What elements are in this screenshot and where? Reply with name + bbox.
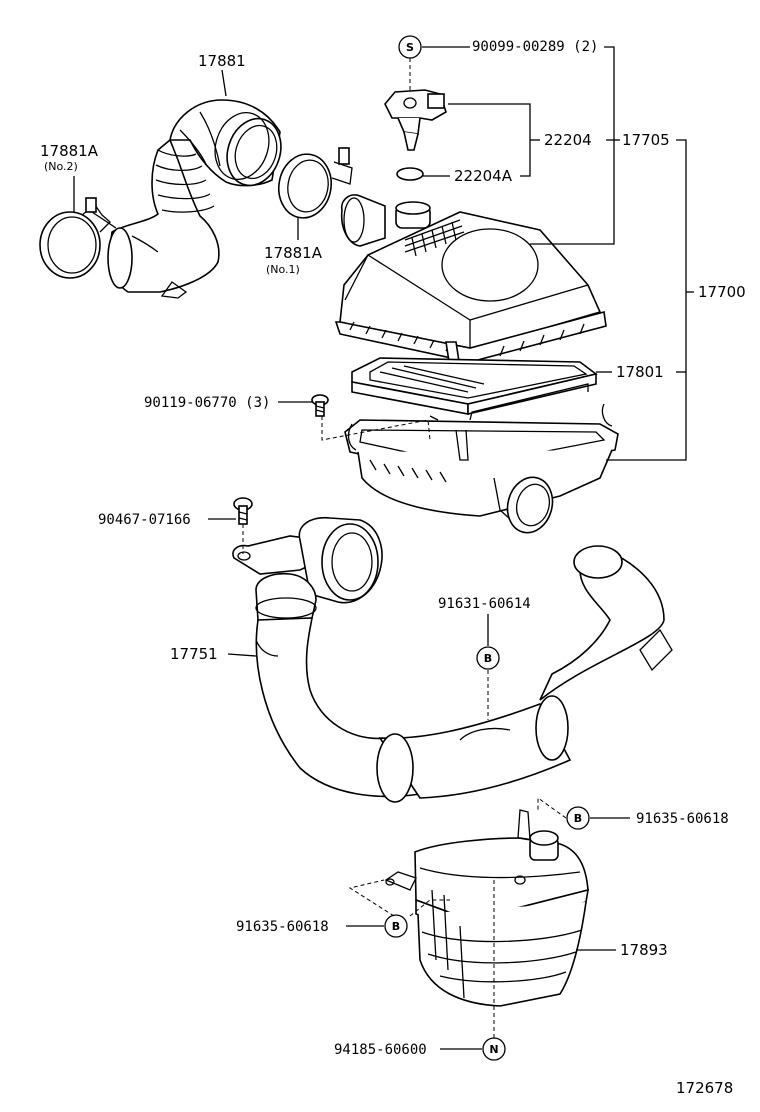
air-cleaner-case <box>344 403 619 534</box>
intake-pipe-17751 <box>232 516 673 803</box>
label-22204a: 22204A <box>454 167 513 185</box>
label-90099-00289: 90099-00289 (2) <box>472 39 598 55</box>
symbol-n: N <box>482 1037 506 1061</box>
symbol-s-text: S <box>406 41 414 54</box>
hose-clamp-no2 <box>39 197 117 279</box>
air-hose-17881 <box>107 99 282 299</box>
label-90119-06770: 90119-06770 (3) <box>144 395 270 411</box>
label-17893: 17893 <box>620 941 668 959</box>
label-17881a-no1-sub: (No.1) <box>266 263 300 276</box>
label-17881: 17881 <box>198 52 246 70</box>
label-17700: 17700 <box>698 283 746 301</box>
label-17881a-no2: 17881A <box>40 142 99 160</box>
label-17881a-no1: 17881A <box>264 244 323 262</box>
diagram-id: 172678 <box>676 1079 733 1097</box>
symbol-b-right-text: B <box>574 812 582 825</box>
label-17705: 17705 <box>622 131 670 149</box>
label-22204: 22204 <box>544 131 592 149</box>
hose-clamp-no1 <box>277 147 353 219</box>
air-cleaner-cap-17705 <box>334 194 607 369</box>
symbol-b-center: B <box>476 646 500 670</box>
symbol-n-text: N <box>489 1043 498 1056</box>
screw-90467 <box>233 497 253 525</box>
symbol-b-right: B <box>566 806 590 830</box>
label-17801: 17801 <box>616 363 664 381</box>
bolt-90119 <box>311 394 329 417</box>
label-90467-07166: 90467-07166 <box>98 512 191 528</box>
label-94185-60600: 94185-60600 <box>334 1042 427 1058</box>
resonator-17893 <box>384 809 589 1007</box>
label-17751: 17751 <box>170 645 218 663</box>
label-91635-60618-left: 91635-60618 <box>236 919 329 935</box>
leader-lines <box>73 46 694 1050</box>
symbol-b-center-text: B <box>484 652 492 665</box>
label-17881a-no2-sub: (No.2) <box>44 160 78 173</box>
label-91635-60618-right: 91635-60618 <box>636 811 729 827</box>
symbol-b-left-text: B <box>392 920 400 933</box>
air-cleaner-element-17801 <box>351 357 598 421</box>
label-91631-60614: 91631-60614 <box>438 596 531 612</box>
air-flow-meter-22204 <box>384 89 447 151</box>
o-ring-22204a <box>396 167 424 181</box>
symbol-b-left: B <box>384 914 408 938</box>
symbol-s: S <box>398 35 422 59</box>
